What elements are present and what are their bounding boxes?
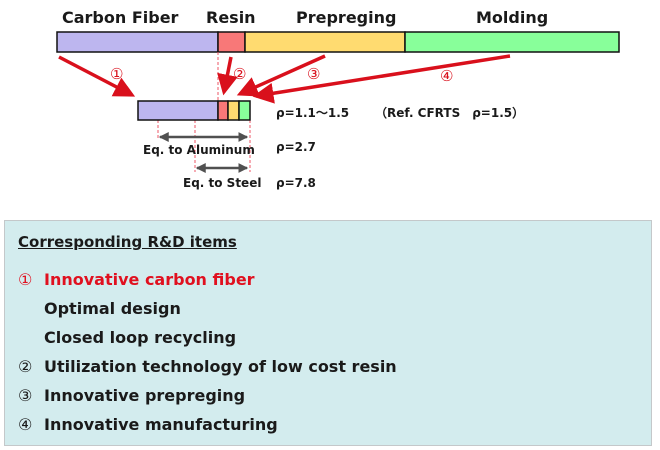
- small-bar-resin: [217, 100, 229, 121]
- aluminum-label: Eq. to Aluminum: [143, 143, 255, 157]
- arrow-1: [58, 55, 136, 97]
- bar-segment-carbon-fiber: [56, 31, 219, 53]
- item-text: Innovative carbon fiber: [44, 270, 255, 289]
- item-number: ③: [18, 386, 33, 405]
- item-text: Innovative manufacturing: [44, 415, 278, 434]
- steel-label: Eq. to Steel: [183, 176, 262, 190]
- density-main: ρ=1.1～1.5: [276, 106, 350, 120]
- arrow-4: [252, 54, 511, 104]
- small-bar-prepreging: [227, 100, 240, 121]
- marker-3: ③: [307, 65, 320, 83]
- label-molding: Molding: [476, 8, 549, 27]
- small-bar-molding: [238, 100, 251, 121]
- cost-diagram: ① ② ③ ④: [56, 31, 620, 173]
- rd-item: ④ Innovative manufacturing: [18, 415, 278, 434]
- item-number: ①: [18, 270, 33, 289]
- arrow-2: [217, 56, 238, 96]
- rd-item: Closed loop recycling: [44, 328, 236, 347]
- steel-density: ρ=7.8: [276, 176, 316, 190]
- rd-items-panel: Corresponding R&D items ① Innovative carb…: [4, 220, 652, 446]
- item-number: ④: [18, 415, 33, 434]
- aluminum-density: ρ=2.7: [276, 140, 316, 154]
- rd-item: ② Utilization technology of low cost resi…: [18, 357, 397, 376]
- label-resin: Resin: [206, 8, 256, 27]
- label-carbon-fiber: Carbon Fiber: [62, 8, 179, 27]
- marker-4: ④: [440, 67, 453, 85]
- marker-2: ②: [233, 65, 246, 83]
- bar-segment-resin: [217, 31, 246, 53]
- item-text: Innovative prepreging: [44, 386, 246, 405]
- item-text: Optimal design: [44, 299, 181, 318]
- label-prepreging: Prepreging: [296, 8, 397, 27]
- item-text: Utilization technology of low cost resin: [44, 357, 397, 376]
- rd-item: ① Innovative carbon fiber: [18, 270, 255, 289]
- marker-1: ①: [110, 65, 123, 83]
- rd-item: ③ Innovative prepreging: [18, 386, 245, 405]
- rd-item: Optimal design: [44, 299, 181, 318]
- panel-title: Corresponding R&D items: [18, 233, 237, 251]
- item-number: ②: [18, 357, 33, 376]
- bar-segment-prepreging: [244, 31, 406, 53]
- bar-segment-molding: [404, 31, 620, 53]
- small-bar-carbon-fiber: [137, 100, 219, 121]
- density-reference: （Ref. CFRTS ρ=1.5）: [375, 106, 525, 120]
- item-text: Closed loop recycling: [44, 328, 237, 347]
